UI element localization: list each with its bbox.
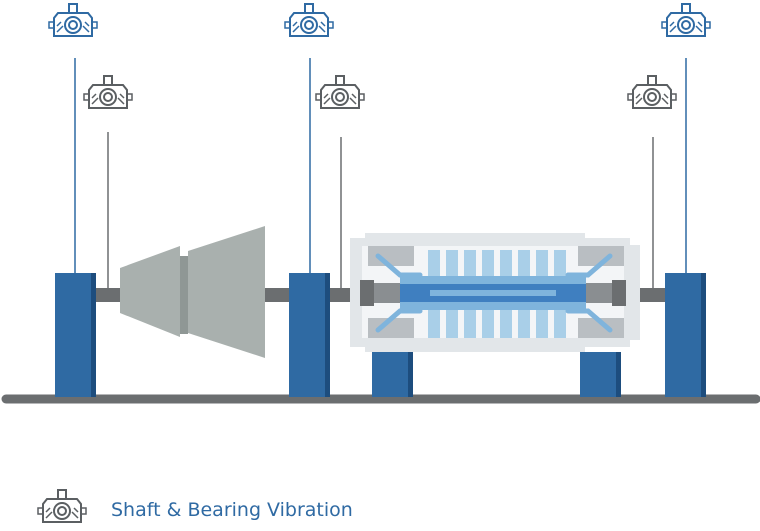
generator [350, 233, 640, 352]
vibration-sensor-icon [661, 3, 711, 37]
vibration-sensor-icon [627, 75, 677, 109]
bearing-pedestal [55, 273, 96, 397]
vibration-sensor-icon [83, 75, 133, 109]
legend-label: Shaft & Bearing Vibration [111, 499, 353, 521]
vibration-sensor-icon [284, 3, 334, 37]
generator-foot [372, 352, 413, 397]
vibration-sensor-icon [48, 3, 98, 37]
turbine [120, 226, 265, 358]
generator-foot [580, 352, 621, 397]
vibration-sensor-icon [315, 75, 365, 109]
sensor-lines [74, 58, 687, 292]
bearing-pedestal [289, 273, 330, 397]
vibration-sensor-icon [37, 489, 87, 523]
bearing-pedestal [665, 273, 706, 397]
